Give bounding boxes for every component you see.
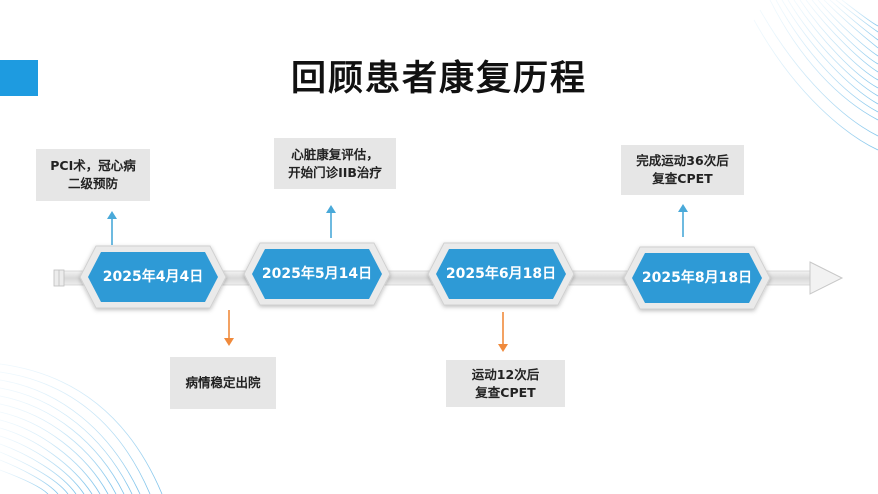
event-callout-pci: PCI术，冠心病 二级预防 (36, 149, 150, 201)
up-arrow-2 (326, 205, 336, 238)
event-callout-rehab-eval: 心脏康复评估， 开始门诊IIB治疗 (274, 138, 396, 189)
up-arrow-3 (678, 204, 688, 237)
milestone-date-1: 2025年4月4日 (102, 269, 204, 285)
event-text-12-sessions: 运动12次后 复查CPET (471, 366, 540, 400)
title-accent-block (0, 60, 38, 96)
page-title: 回顾患者康复历程 (290, 59, 587, 99)
milestone-hexagon-2 (243, 242, 391, 306)
up-arrow-1 (107, 211, 117, 245)
down-arrow-1 (224, 310, 234, 346)
wave-top-right (753, 0, 878, 151)
down-arrow-2 (498, 312, 508, 352)
event-callout-36-sessions: 完成运动36次后 复查CPET (621, 145, 744, 195)
milestone-date-3: 2025年6月18日 (445, 266, 557, 282)
milestone-date-4: 2025年8月18日 (641, 270, 753, 286)
timeline-arrowhead (809, 261, 844, 295)
milestone-date-2: 2025年5月14日 (261, 266, 373, 282)
milestone-hexagon-1 (79, 245, 227, 309)
milestone-hexagon-4 (623, 246, 771, 310)
event-text-36-sessions: 完成运动36次后 复查CPET (636, 153, 729, 186)
event-text-pci: PCI术，冠心病 二级预防 (50, 158, 136, 191)
milestone-hexagon-3 (427, 242, 575, 306)
wave-bottom-left (0, 363, 163, 494)
event-text-discharge: 病情稳定出院 (185, 375, 261, 390)
event-text-rehab-eval: 心脏康复评估， 开始门诊IIB治疗 (288, 146, 382, 180)
event-callout-12-sessions: 运动12次后 复查CPET (446, 360, 565, 407)
event-callout-discharge: 病情稳定出院 (170, 357, 276, 409)
